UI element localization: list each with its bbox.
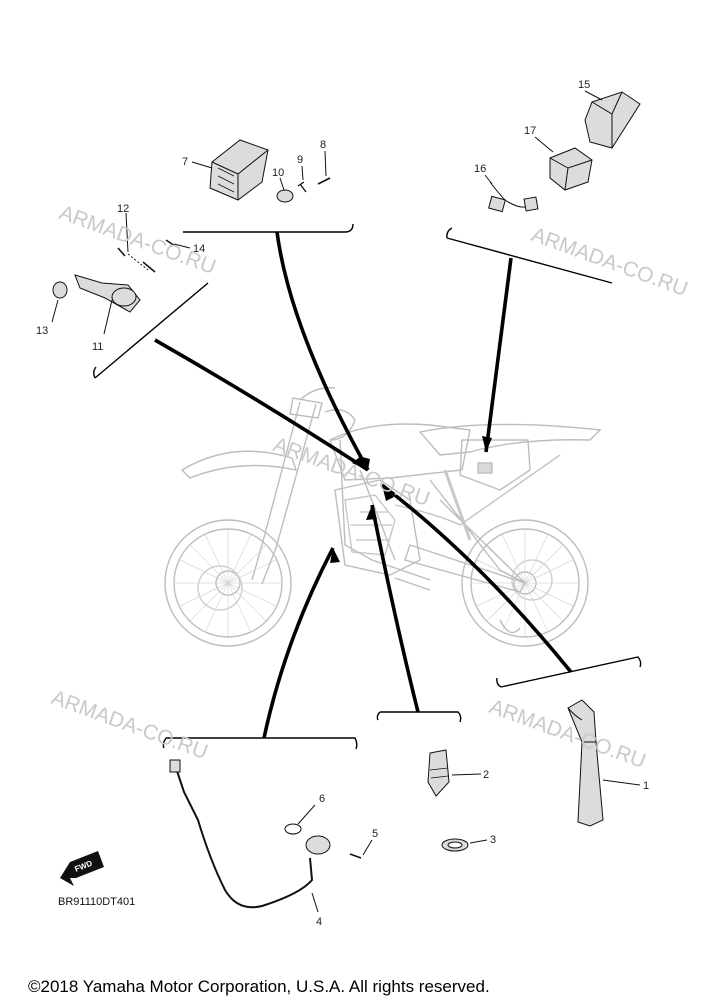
part-14-bolt <box>127 239 191 273</box>
part-8-screw <box>317 150 331 185</box>
part-10-sensor <box>276 177 294 203</box>
watermark-4: ARMADA-CO.RU <box>48 686 210 764</box>
front-wheel <box>164 519 292 647</box>
part-9-bolt <box>297 165 307 193</box>
part-12-bolt <box>117 212 129 257</box>
watermark-2: ARMADA-CO.RU <box>528 223 690 301</box>
callout-12: 12 <box>117 203 129 215</box>
part-15-unit <box>584 90 641 149</box>
callout-3: 3 <box>490 834 496 846</box>
part-3-washer <box>441 838 488 852</box>
watermarks: ARMADA-CO.RU ARMADA-CO.RU ARMADA-CO.RU A… <box>48 201 690 773</box>
watermark-1: ARMADA-CO.RU <box>56 201 218 279</box>
callout-11: 11 <box>92 341 103 353</box>
part-5-bolt <box>349 839 373 859</box>
part-2-sensor <box>427 749 482 797</box>
part-4-sensor-harness <box>169 759 331 913</box>
part-1-ignition-coil <box>567 699 641 827</box>
callout-15: 15 <box>578 79 590 91</box>
bracket-top-left <box>93 282 209 379</box>
callout-2: 2 <box>483 769 489 781</box>
part-drawings <box>51 90 641 913</box>
part-17-unit <box>534 136 593 191</box>
callout-9: 9 <box>297 154 303 166</box>
motorcycle-illustration <box>164 387 602 647</box>
diagram-code: BR91110DT401 <box>58 896 135 908</box>
bracket-bottom-left <box>162 737 358 750</box>
bracket-bottom-right <box>496 656 642 688</box>
bracket-top-center <box>183 223 354 233</box>
part-16-harness <box>484 174 539 213</box>
callout-4: 4 <box>316 916 322 928</box>
callout-17: 17 <box>524 125 536 137</box>
callout-1: 1 <box>643 780 649 792</box>
part-11-sensor <box>74 274 141 335</box>
part-7-ecu <box>191 139 269 201</box>
leader-arrowheads <box>330 436 492 563</box>
group-brackets <box>93 223 642 750</box>
callout-8: 8 <box>320 139 326 151</box>
callout-7: 7 <box>182 156 188 168</box>
bracket-bottom-center <box>376 711 462 723</box>
part-13-grommet <box>51 281 68 323</box>
callout-16: 16 <box>474 163 486 175</box>
callout-6: 6 <box>319 793 325 805</box>
callout-5: 5 <box>372 828 378 840</box>
callout-10: 10 <box>272 167 284 179</box>
fwd-arrow-badge: FWD <box>60 851 104 886</box>
watermark-5: ARMADA-CO.RU <box>486 695 648 773</box>
callout-numbers: 15 17 16 7 10 9 8 12 14 13 11 2 1 6 5 3 … <box>36 79 649 928</box>
bracket-top-right <box>446 227 613 284</box>
leader-lines <box>154 231 573 739</box>
callout-13: 13 <box>36 325 48 337</box>
callout-14: 14 <box>193 243 205 255</box>
copyright-text: ©2018 Yamaha Motor Corporation, U.S.A. A… <box>28 977 490 996</box>
part-6-o-ring <box>284 804 316 835</box>
